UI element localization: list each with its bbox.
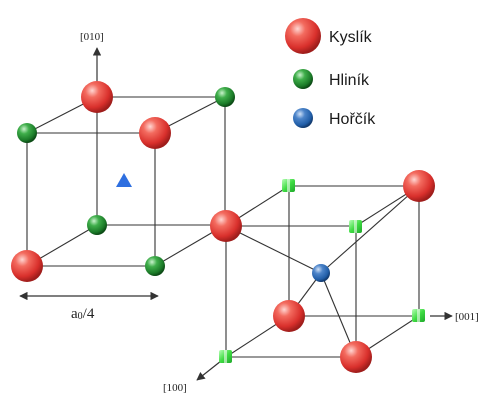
oxygen-atom	[81, 81, 113, 113]
legend-aluminum-label: Hliník	[329, 72, 370, 89]
dimension-label: a0/4	[71, 306, 95, 322]
axis-label-010: [010]	[80, 31, 104, 43]
axis-label-100: [100]	[163, 382, 187, 394]
oxygen-atom-shared	[210, 210, 242, 242]
legend: Kyslík Hliník Hořčík	[285, 18, 376, 128]
oxygen-atom	[139, 117, 171, 149]
aluminum-atom	[215, 87, 235, 107]
aluminum-atom	[145, 256, 165, 276]
legend-oxygen-label: Kyslík	[329, 29, 373, 46]
oxygen-atom	[340, 341, 372, 373]
tetrahedral-site-marker	[116, 173, 132, 187]
aluminum-small-atom	[412, 309, 425, 322]
aluminum-atom	[87, 215, 107, 235]
legend-oxygen-icon	[285, 18, 321, 54]
aluminum-small-atom	[349, 220, 362, 233]
oxygen-atom	[273, 300, 305, 332]
axis-label-001: [001]	[455, 311, 479, 323]
aluminum-small-atom	[282, 179, 295, 192]
aluminum-small-atom	[219, 350, 232, 363]
magnesium-atom	[312, 264, 330, 282]
atoms	[11, 81, 435, 373]
legend-magnesium-label: Hořčík	[329, 111, 376, 128]
oxygen-atom	[403, 170, 435, 202]
legend-aluminum-icon	[293, 69, 313, 89]
legend-magnesium-icon	[293, 108, 313, 128]
oxygen-atom	[11, 250, 43, 282]
aluminum-atom	[17, 123, 37, 143]
